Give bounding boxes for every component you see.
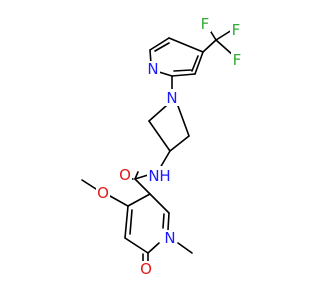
bond-pyridone-c3-c2 bbox=[149, 193, 170, 214]
bond-azetidine-c-left-c3 bbox=[148, 120, 171, 152]
atom-o-carbonyl: O bbox=[118, 166, 132, 184]
bond-pyridone-c2-n1 bbox=[167, 212, 170, 231]
bond-pyridine-c6-c5-double bbox=[154, 42, 170, 52]
atom-label-f-upper-right: F bbox=[232, 21, 241, 39]
bond-o-methoxy-to-methyl bbox=[81, 179, 97, 190]
bond-pyridine-c5-c4 bbox=[168, 37, 204, 53]
atom-label-n-pyridine: N bbox=[147, 60, 158, 78]
bond-azetidine-n-c-left bbox=[148, 105, 167, 122]
atom-label-o-methoxy: O bbox=[97, 184, 109, 202]
bond-pyridine-c2-n1 bbox=[158, 71, 173, 77]
atom-n-azetidine: N bbox=[165, 89, 179, 107]
bond-carbonyl-c-o bbox=[134, 171, 139, 180]
bond-pyridine-c3-c2-double bbox=[173, 69, 192, 72]
bond-cf3-c-to-f-upper-right bbox=[215, 29, 233, 41]
atom-label-n-pyridone: N bbox=[164, 229, 175, 247]
bond-pyridone-c5-c4 bbox=[124, 205, 129, 239]
bond-azetidine-c-right-c3 bbox=[169, 135, 190, 152]
atom-f-upper-right: F bbox=[230, 21, 242, 39]
bond-azetidine-n-c-right bbox=[177, 105, 190, 137]
bonds-layer bbox=[81, 23, 235, 262]
atom-n-pyridine: N bbox=[146, 60, 160, 78]
molecule-structure-diagram: F F F N N N H O O bbox=[81, 15, 243, 278]
bond-pyridone-c4-to-o-methoxy bbox=[109, 195, 129, 207]
atom-o-methoxy: O bbox=[96, 184, 110, 202]
atom-label-f-upper-left: F bbox=[201, 15, 210, 33]
atom-n-pyridone: N bbox=[163, 229, 177, 247]
bond-pyridine-c4-c3-double bbox=[191, 55, 199, 72]
atom-nh-amide: N H bbox=[147, 166, 171, 186]
atom-label-o-carbonyl: O bbox=[119, 166, 131, 184]
bond-pyridine-c6-c5 bbox=[149, 37, 170, 51]
atom-label-h-amide: H bbox=[159, 167, 170, 185]
bond-pyridine-c3-c2 bbox=[171, 73, 196, 77]
atom-f-upper-left: F bbox=[199, 15, 211, 33]
atom-o-pyridone: O bbox=[139, 260, 153, 278]
bond-pyridone-c5-c4-double bbox=[129, 209, 133, 235]
bond-cf3-to-pyridine bbox=[202, 39, 217, 53]
bond-pyridone-c2-n1-double bbox=[162, 213, 165, 229]
bond-nh-to-carbonyl-c bbox=[134, 174, 149, 180]
atom-label-n-azetidine: N bbox=[166, 89, 177, 107]
bond-carbonyl-to-pyridone-c3 bbox=[134, 178, 151, 195]
bond-pyridone-c3-c4 bbox=[127, 193, 151, 207]
atom-label-o-pyridone: O bbox=[140, 260, 152, 278]
atom-labels-layer: F F F N N N H O O bbox=[96, 15, 243, 278]
bond-pyridone-n1-c6 bbox=[147, 242, 160, 254]
atom-label-f-right: F bbox=[233, 51, 242, 69]
bond-pyridone-c6-c5 bbox=[124, 237, 149, 254]
atom-label-n-amide: N bbox=[148, 167, 159, 185]
bond-azetidine-c3-to-nh bbox=[159, 150, 171, 169]
bond-pyridone-n-methyl bbox=[177, 242, 193, 254]
atom-f-right: F bbox=[231, 51, 243, 69]
molecule-svg: F F F N N N H O O bbox=[81, 15, 243, 278]
bond-pyridine-c4-c3 bbox=[194, 51, 204, 75]
